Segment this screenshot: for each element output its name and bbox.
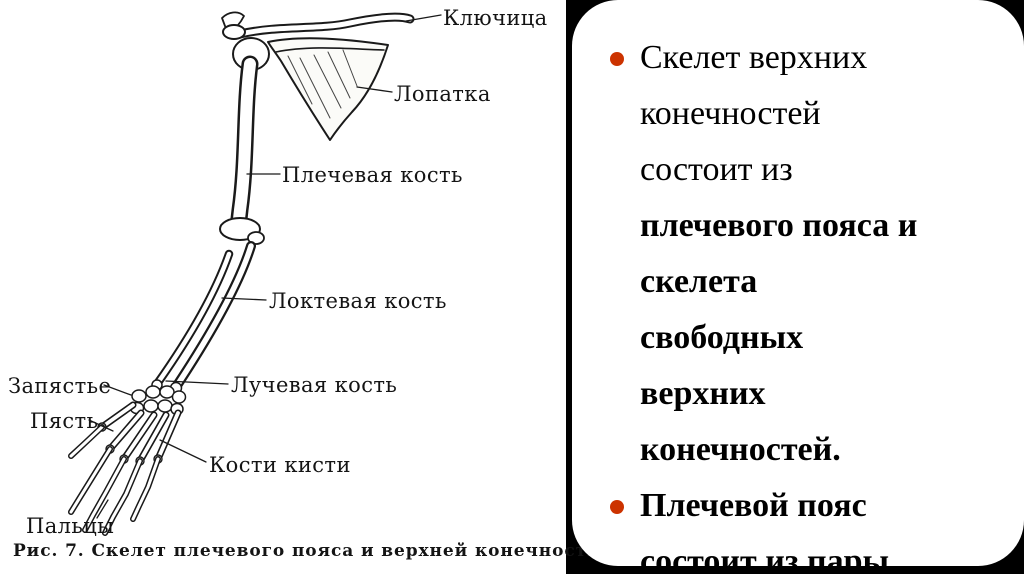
phalanx-bones xyxy=(68,424,161,536)
label-clavicle: Ключица xyxy=(443,6,548,30)
bullet-text: Скелет верхних xyxy=(640,39,868,76)
scapula-bone xyxy=(267,37,389,141)
bullet-line: состоит из xyxy=(608,142,1016,198)
bullet-line: свободных xyxy=(608,310,1016,366)
humerus-bone xyxy=(219,37,270,245)
label-scapula: Лопатка xyxy=(394,82,491,106)
bullet-text: конечностей. xyxy=(640,431,841,468)
bullet-line: состоит из пары xyxy=(608,534,1016,566)
bullet-text: верхних xyxy=(640,375,766,412)
label-metacarpus: Пясть xyxy=(30,409,99,433)
metacarpal-bones xyxy=(97,401,182,466)
skeleton-illustration xyxy=(68,11,442,536)
bullet-text: свободных xyxy=(640,319,804,356)
bullet-line: конечностей. xyxy=(608,422,1016,478)
bullet-text: Плечевой пояс xyxy=(640,487,867,524)
label-hand-bones: Кости кисти xyxy=(209,453,351,477)
label-fingers: Пальцы xyxy=(26,514,115,538)
bullet-line: Плечевой пояс xyxy=(608,478,1016,534)
bullet-marker xyxy=(610,500,624,514)
bullet-text: состоит из xyxy=(640,151,793,188)
label-radius: Лучевая кость xyxy=(231,373,398,397)
bullet-line: скелета xyxy=(608,254,1016,310)
bullet-marker xyxy=(610,52,624,66)
figure-area: Ключица Лопатка Плечевая кость Локтевая … xyxy=(0,0,600,574)
text-content-panel: Скелет верхних конечностей состоит из пл… xyxy=(572,0,1024,566)
forearm-bones xyxy=(151,241,256,395)
pointer-lines xyxy=(88,14,442,519)
clavicle-bone xyxy=(221,11,415,40)
bullet-text: плечевого пояса и xyxy=(640,207,918,244)
label-humerus: Плечевая кость xyxy=(282,163,463,187)
bullet-line: Скелет верхних xyxy=(608,30,1016,86)
label-wrist: Запястье xyxy=(8,374,112,398)
bullet-text: скелета xyxy=(640,263,758,300)
bullet-text: конечностей xyxy=(640,95,821,132)
bullet-line: конечностей xyxy=(608,86,1016,142)
figure-caption: Рис. 7. Скелет плечевого пояса и верхней… xyxy=(13,541,601,561)
bullet-text: состоит из пары xyxy=(640,543,890,566)
label-ulna: Локтевая кость xyxy=(269,289,447,313)
bullet-line: верхних xyxy=(608,366,1016,422)
bullet-line: плечевого пояса и xyxy=(608,198,1016,254)
